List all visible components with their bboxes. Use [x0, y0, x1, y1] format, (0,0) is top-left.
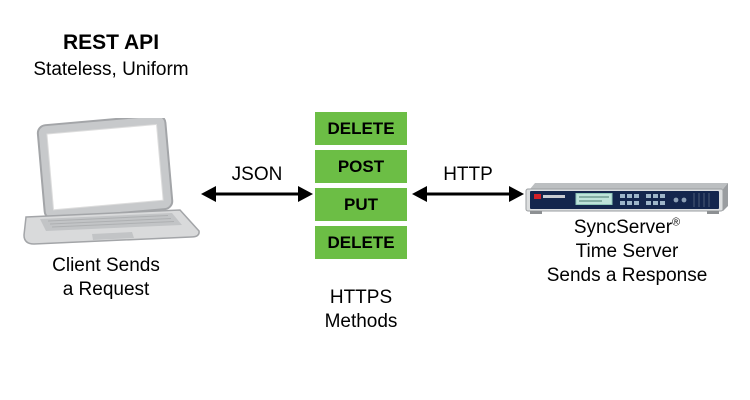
- client-caption: Client Sends a Request: [8, 254, 204, 302]
- http-arrow-label: HTTP: [443, 164, 493, 185]
- methods-caption: HTTPS Methods: [305, 286, 417, 334]
- laptop-icon: [23, 114, 200, 245]
- method-box-put: PUT: [315, 188, 407, 221]
- http-methods-list: DELETE POST PUT DELETE: [315, 112, 407, 264]
- time-server: [524, 180, 730, 218]
- server-caption-line1: Time Server: [575, 240, 679, 262]
- double-arrow-icon: [201, 186, 313, 202]
- server-caption: SyncServer® Time Server Sends a Response: [524, 216, 730, 287]
- client-caption-line1: Client Sends: [52, 255, 160, 276]
- server-icon: [525, 183, 728, 214]
- client-laptop: [12, 114, 202, 248]
- server-name: SyncServer: [573, 217, 673, 238]
- server-caption-line2: Sends a Response: [546, 264, 708, 286]
- diagram-subtitle: Stateless, Uniform: [33, 59, 189, 81]
- methods-caption-line1: HTTPS: [329, 287, 393, 308]
- diagram-title: REST API: [62, 31, 160, 54]
- method-box-post: POST: [315, 150, 407, 183]
- method-box-delete-2: DELETE: [315, 226, 407, 259]
- http-arrow: [412, 182, 524, 206]
- rest-api-header: REST API Stateless, Uniform: [16, 30, 206, 82]
- json-arrow-label: JSON: [231, 164, 283, 185]
- server-name-line: SyncServer®: [524, 216, 730, 240]
- json-arrow: [201, 182, 313, 206]
- methods-caption-line2: Methods: [324, 310, 398, 332]
- registered-trademark-symbol: ®: [672, 216, 681, 229]
- client-caption-line2: a Request: [62, 278, 150, 300]
- double-arrow-icon: [412, 186, 524, 202]
- method-box-delete-1: DELETE: [315, 112, 407, 145]
